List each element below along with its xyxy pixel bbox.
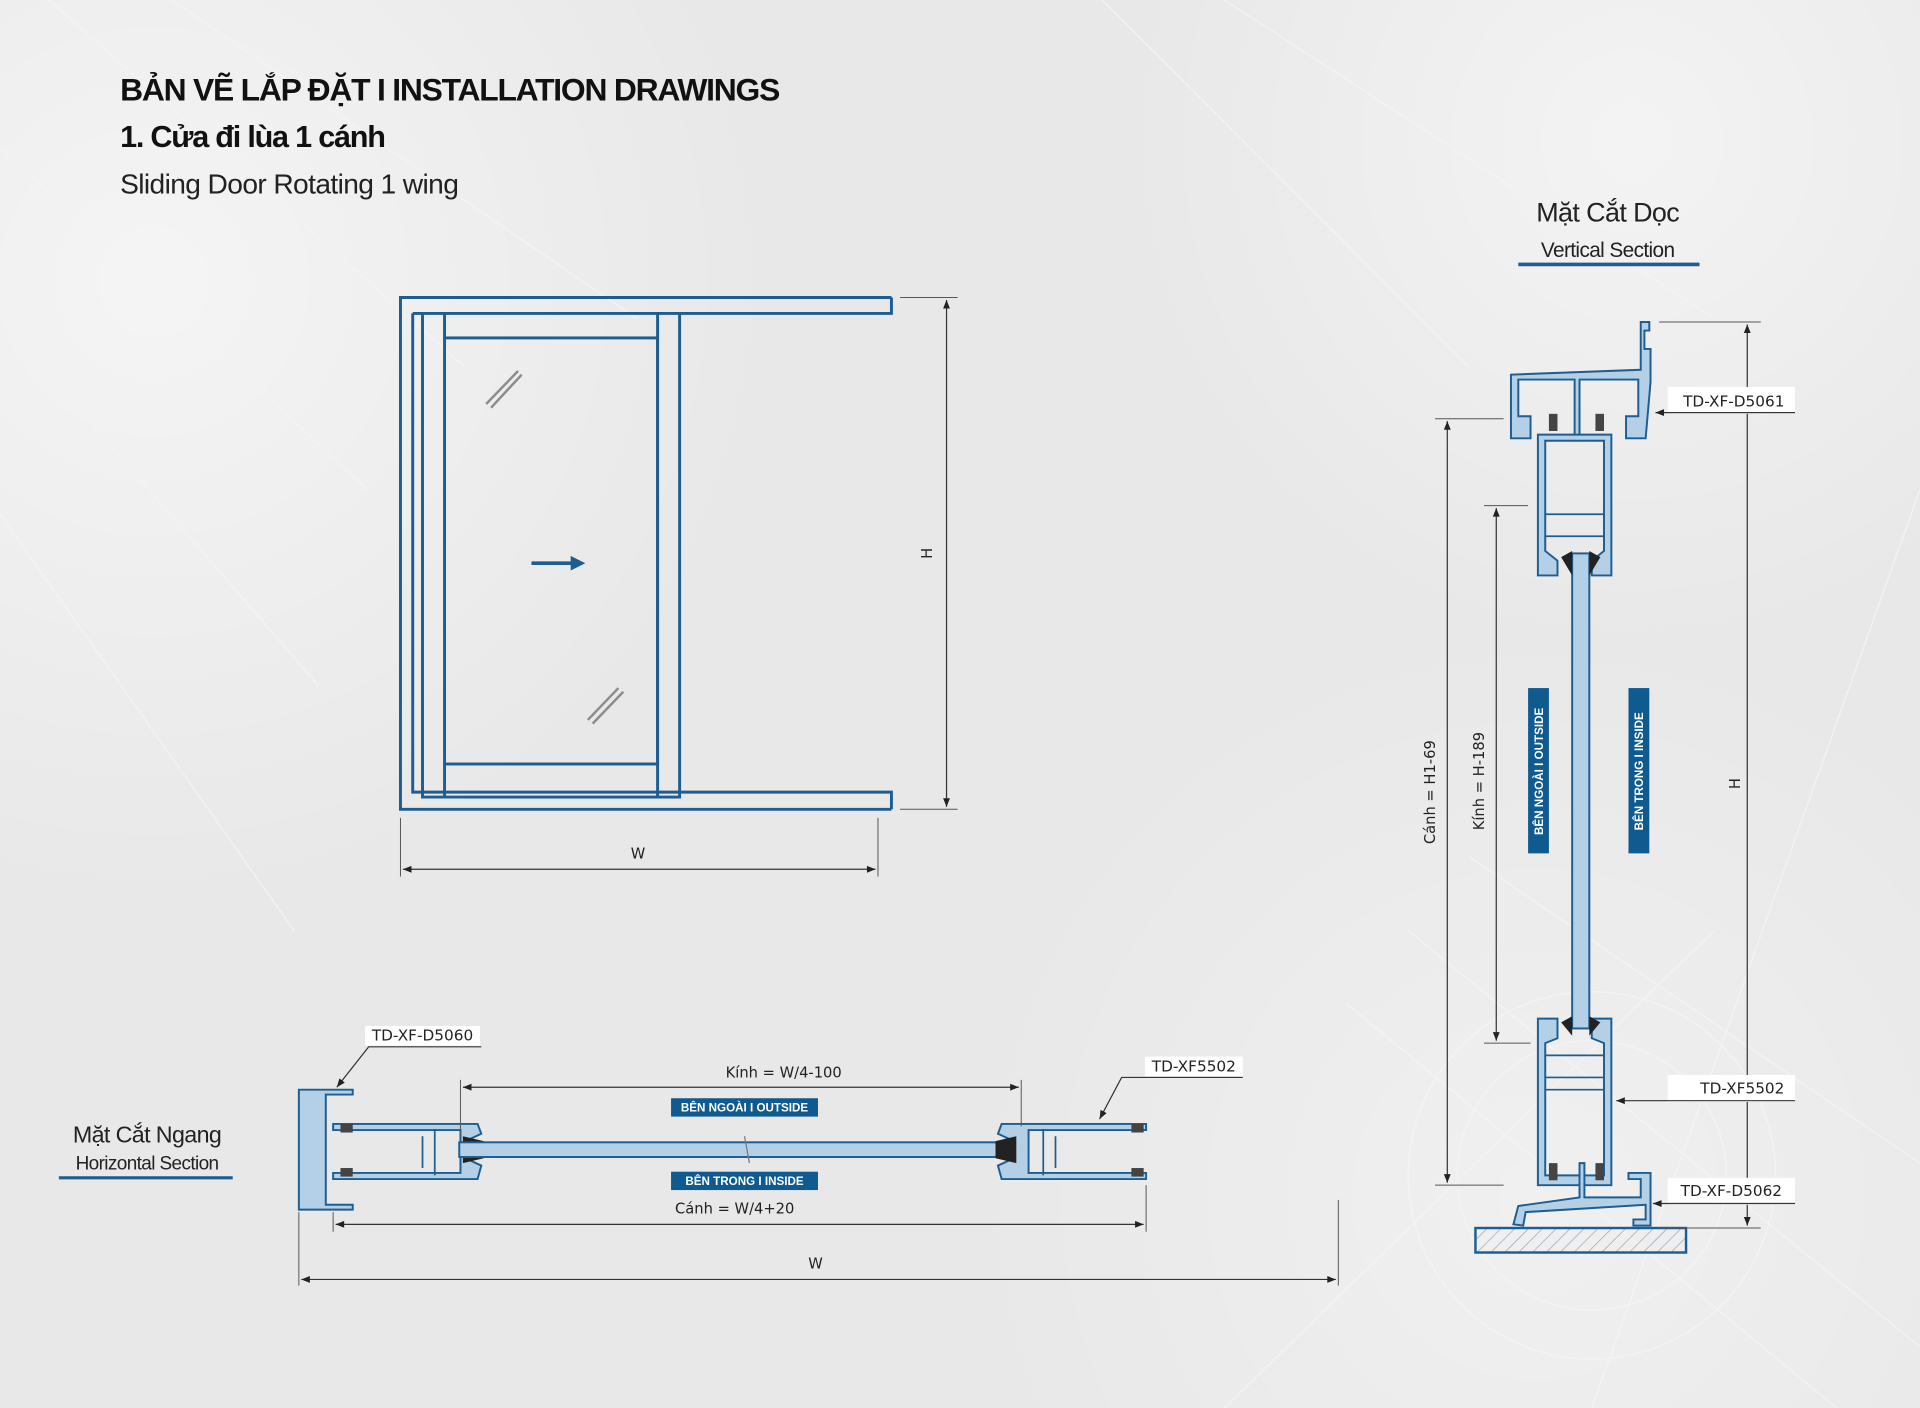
elevation-width-label: W (631, 845, 646, 862)
vertical-section: Mặt Cắt Dọc Vertical Section BÊN NGOÀI I… (1422, 197, 1796, 1254)
glass-section (458, 1141, 1024, 1158)
code-td-xf-d5061: TD-XF-D5061 (1682, 392, 1784, 410)
product-title: 1. Cửa đi lùa 1 cánh (120, 120, 385, 154)
sill-profile-d5062 (1512, 1162, 1652, 1227)
glass-pane (443, 336, 660, 766)
horizontal-section-title: Mặt Cắt Ngang (73, 1121, 221, 1147)
code-td-xf5502: TD-XF5502 (1151, 1057, 1236, 1075)
slide-arrow-icon (531, 555, 586, 571)
inside-badge (671, 1171, 818, 1191)
elevation-height-label: H (919, 548, 936, 559)
code-td-xf-d5060: TD-XF-D5060 (371, 1027, 473, 1045)
glass-width-dim: Kính = W/4-100 (726, 1064, 842, 1081)
product-subtitle: Sliding Door Rotating 1 wing (120, 168, 458, 199)
horizontal-section: Mặt Cắt Ngang Horizontal Section TD-XF-D… (58, 1026, 1339, 1286)
total-height-label: H (1727, 778, 1744, 789)
vertical-section-subtitle: Vertical Section (1541, 239, 1675, 262)
vertical-section-title: Mặt Cắt Dọc (1536, 197, 1679, 228)
inside-label: BÊN TRONG I INSIDE (1633, 712, 1646, 830)
frame-profile-d5060 (297, 1088, 354, 1211)
sash-profile-right (996, 1122, 1148, 1181)
sash-height-dim: Cánh = H1-69 (1422, 740, 1439, 844)
top-sash-profile (1536, 433, 1613, 577)
floor-slab (1474, 1226, 1688, 1254)
bottom-sash-profile-xf5502 (1536, 1017, 1613, 1187)
outside-badge (1528, 688, 1549, 854)
door-elevation: H W (399, 296, 958, 877)
sash-width-dim: Cánh = W/4+20 (675, 1200, 794, 1217)
code-td-xf5502-vertical: TD-XF5502 (1699, 1079, 1784, 1097)
outside-badge (671, 1098, 818, 1117)
inside-label: BÊN TRONG I INSIDE (685, 1175, 803, 1188)
inside-badge (1628, 688, 1650, 854)
page-title: BẢN VẼ LẮP ĐẶT I INSTALLATION DRAWINGS (120, 71, 779, 107)
glass-section (1571, 552, 1591, 1030)
code-td-xf-d5062: TD-XF-D5062 (1680, 1182, 1782, 1200)
outside-label: BÊN NGOÀI I OUTSIDE (681, 1102, 808, 1115)
top-frame-profile-d5061 (1509, 321, 1652, 440)
glass-mark-icon (485, 370, 625, 725)
outside-label: BÊN NGOÀI I OUTSIDE (1533, 707, 1546, 834)
total-width-label: W (808, 1255, 823, 1272)
horizontal-section-subtitle: Horizontal Section (76, 1153, 219, 1174)
glass-height-dim: Kính = H-189 (1471, 732, 1488, 830)
